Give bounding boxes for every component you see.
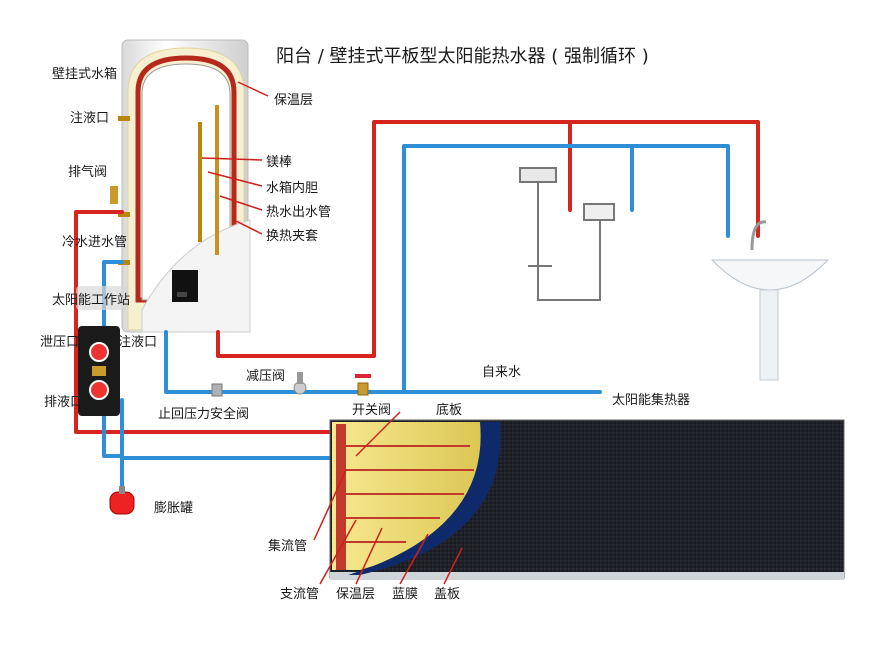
label-branch-pipe: 支流管	[280, 587, 319, 602]
check-valve	[211, 383, 223, 397]
expansion-tank	[109, 486, 135, 515]
label-switch-valve: 开关阀	[352, 403, 391, 418]
hot-outlet-tube	[215, 105, 219, 255]
label-insulation: 保温层	[274, 93, 313, 108]
label-inner-tank: 水箱内胆	[266, 180, 318, 196]
label-expansion-tank: 膨胀罐	[154, 501, 193, 516]
shower-fixture	[519, 167, 615, 301]
solar-collector	[329, 419, 845, 580]
label-fill-port-bottom: 注液口	[118, 335, 157, 350]
label-solar-station: 太阳能工作站	[52, 293, 130, 308]
label-collector: 太阳能集热器	[612, 392, 690, 408]
label-heat-jacket: 换热夹套	[266, 228, 318, 244]
label-magnesium-rod: 镁棒	[266, 155, 292, 170]
switch-valve	[355, 374, 371, 396]
label-cover-plate: 盖板	[434, 587, 460, 602]
controller-box	[172, 270, 198, 302]
diagram-title: 阳台 / 壁挂式平板型太阳能热水器 ( 强制循环 )	[276, 46, 649, 67]
label-check-valve: 止回压力安全阀	[158, 406, 249, 422]
washbasin	[710, 220, 830, 381]
label-blue-film: 蓝膜	[392, 587, 418, 602]
pressure-reducer-valve	[293, 372, 307, 395]
collector-absorber	[332, 422, 500, 570]
label-fill-port-top: 注液口	[70, 111, 109, 126]
collector-blue-film	[348, 422, 501, 575]
label-tap-water: 自来水	[482, 365, 521, 380]
label-header-pipe: 集流管	[268, 538, 307, 554]
label-cold-inlet: 冷水进水管	[62, 235, 127, 250]
wall-tank	[118, 39, 251, 333]
vent-valve	[110, 186, 118, 204]
label-hot-outlet: 热水出水管	[266, 205, 331, 220]
label-wall-tank: 壁挂式水箱	[52, 66, 117, 82]
solar-station	[78, 326, 120, 416]
heat-jacket-shell	[135, 55, 237, 303]
leader-lines	[201, 81, 463, 585]
label-base-plate: 底板	[436, 402, 462, 418]
label-relief-port: 泄压口	[40, 335, 79, 350]
header-pipe-vertical	[336, 424, 346, 570]
solar-station-highlight	[76, 286, 128, 310]
label-drain-port: 排液口	[44, 395, 83, 410]
label-pressure-reducer: 减压阀	[246, 369, 285, 384]
label-collector-insulation: 保温层	[336, 587, 375, 602]
magnesium-rod	[198, 122, 202, 242]
cold-pipes	[102, 144, 730, 514]
label-vent-valve: 排气阀	[68, 164, 107, 180]
